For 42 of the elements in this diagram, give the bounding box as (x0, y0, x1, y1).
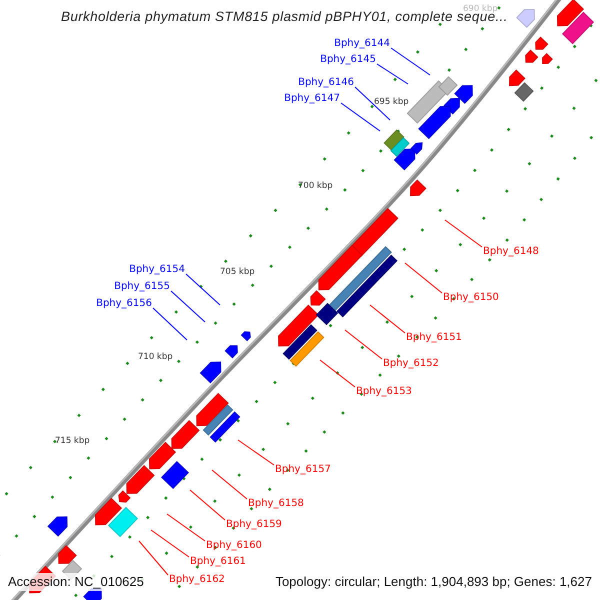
leader-line (150, 530, 190, 558)
leader-line (170, 290, 206, 322)
leader-line (376, 64, 408, 84)
gene-label: Bphy_6156 (96, 298, 152, 310)
gene-label: Bphy_6159 (226, 519, 282, 531)
tick-label: 715 kbp (55, 436, 90, 446)
tick-label: 705 kbp (220, 267, 255, 277)
gene-label: Bphy_6146 (298, 77, 354, 89)
leader-line (404, 262, 442, 294)
gene-label: Bphy_6154 (129, 264, 185, 276)
leader-line (166, 514, 206, 542)
leader-line (138, 540, 168, 576)
gene-label: Bphy_6144 (334, 38, 390, 50)
tick-label: 710 kbp (138, 352, 173, 362)
gene-label: Bphy_6157 (275, 464, 331, 476)
footer-text: Accession: NC_010625 (6, 573, 146, 591)
leader-line (354, 86, 390, 120)
leader-line (238, 440, 274, 466)
gene-label: Bphy_6153 (356, 386, 412, 398)
leader-line (370, 304, 406, 334)
gene-label: Bphy_6145 (320, 54, 376, 66)
gene-label: Bphy_6152 (383, 358, 439, 370)
gene-label: Bphy_6161 (190, 556, 246, 568)
leader-line (190, 490, 226, 520)
leader-line (186, 274, 220, 306)
gene-label: Bphy_6150 (443, 292, 499, 304)
gene-label: Bphy_6160 (206, 540, 262, 552)
leader-line (212, 470, 248, 500)
leader-line (152, 308, 188, 340)
gene-label: Bphy_6162 (169, 574, 225, 586)
gene-label: Bphy_6148 (483, 246, 539, 258)
gene-label: Bphy_6158 (248, 498, 304, 510)
tick-label: 700 kbp (298, 181, 333, 191)
leader-line (344, 330, 382, 360)
gene-label: Bphy_6155 (114, 281, 170, 293)
leader-line (340, 102, 380, 132)
tick-label: 695 kbp (374, 97, 409, 107)
gene-label: Bphy_6147 (284, 93, 340, 105)
leader-line (320, 360, 356, 388)
leader-line (444, 220, 482, 248)
gene-label: Bphy_6151 (406, 332, 462, 344)
leader-line (390, 48, 430, 76)
